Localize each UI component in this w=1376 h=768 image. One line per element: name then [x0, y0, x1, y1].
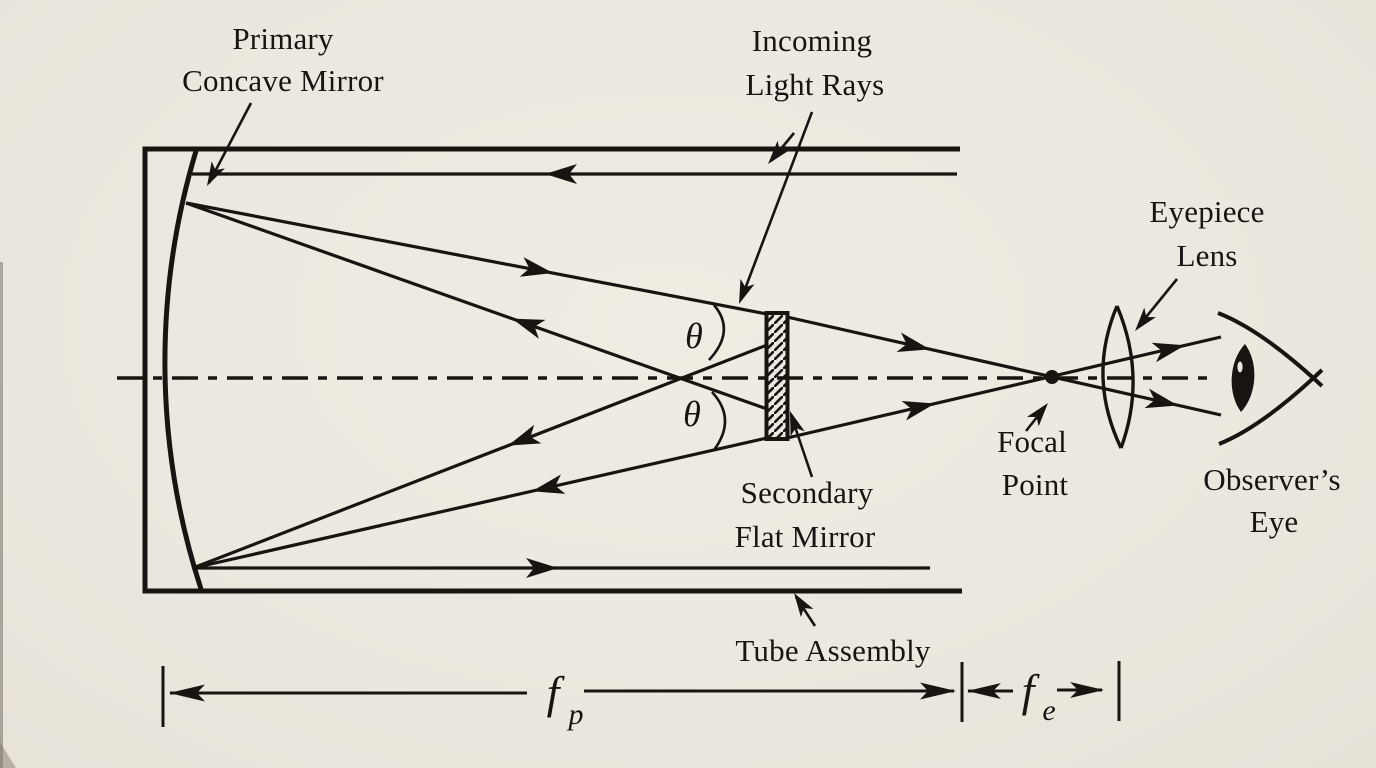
- converging-ray-lower-steep: [192, 343, 768, 570]
- incoming-rays-pointer-long: [740, 111, 814, 298]
- focal-point-pointer-arrowhead: [1027, 403, 1048, 427]
- theta-arc-upper: [708, 304, 726, 361]
- incoming-rays-label-line2: Light Rays: [746, 67, 885, 102]
- page-corner-shadow: [0, 742, 16, 768]
- incoming-rays-label-line1: Incoming: [752, 23, 872, 58]
- incoming-rays-pointer-long-arrowhead: [739, 278, 755, 304]
- tube-assembly-pointer-arrowhead: [794, 593, 814, 618]
- fe-subscript: e: [1042, 694, 1055, 727]
- secondary-mirror-label-line1: Secondary: [741, 475, 874, 510]
- reflected-ray-upper-shallow: [185, 201, 768, 316]
- secondary-mirror-outline: [764, 311, 790, 441]
- fp-symbol: f: [547, 667, 566, 718]
- theta-lower-symbol: θ: [683, 394, 701, 434]
- eyepiece-lens-label-line1: Eyepiece: [1149, 194, 1264, 229]
- label-pointers: [207, 102, 1179, 627]
- eyepiece-lens-pointer-arrowhead: [1135, 307, 1156, 331]
- incoming-rays-pointer-short-arrowhead: [768, 140, 790, 164]
- focal-point-label-line2: Point: [1002, 467, 1069, 502]
- fp-arrowhead-right: [920, 682, 956, 700]
- arrowhead-outgoing-lower-1: [901, 401, 935, 421]
- tube-assembly: [142, 146, 962, 594]
- secondary-flat-mirror: [764, 311, 790, 441]
- focal-point-dot: [1045, 370, 1059, 384]
- arrowhead-converging-upper: [512, 318, 546, 339]
- fp-subscript: p: [567, 698, 584, 731]
- secondary-mirror-pointer-arrowhead: [790, 411, 805, 437]
- fe-arrowhead-right: [1070, 682, 1104, 698]
- secondary-mirror-label-line2: Flat Mirror: [735, 519, 876, 554]
- focal-point-label-line1: Focal: [997, 424, 1067, 459]
- converging-ray-upper-steep: [185, 201, 768, 411]
- theta-upper-symbol: θ: [685, 316, 703, 356]
- eye-pupil: [1231, 344, 1255, 412]
- arrowhead-converging-lower: [508, 424, 542, 446]
- outgoing-ray-lower: [786, 335, 1222, 440]
- lens-left-surface: [1101, 305, 1123, 449]
- arrowhead-reflected-upper: [519, 257, 553, 277]
- eye-lower-lid: [1218, 368, 1324, 446]
- arrowhead-reflected-lower: [532, 474, 566, 494]
- primary-mirror-pointer-arrowhead: [207, 161, 225, 186]
- arrowhead-outgoing-upper-2: [1144, 388, 1178, 409]
- arrowhead-outgoing-upper-1: [896, 332, 930, 353]
- observers-eye-label-line1: Observer’s: [1203, 462, 1340, 497]
- primary-mirror-label-line2: Concave Mirror: [182, 63, 384, 98]
- fe-symbol: f: [1022, 665, 1041, 716]
- arrowhead-incoming-top: [545, 164, 577, 184]
- eyepiece-lens: [1101, 305, 1135, 449]
- secondary-mirror-hatching: [766, 313, 788, 439]
- eye-pupil-highlight: [1237, 361, 1243, 373]
- fp-arrowhead-left: [169, 684, 205, 702]
- tube-assembly-label: Tube Assembly: [735, 633, 931, 668]
- outgoing-ray-upper: [786, 315, 1222, 417]
- arrowhead-outgoing-lower-2: [1151, 342, 1185, 363]
- eye-upper-lid: [1217, 311, 1324, 388]
- observers-eye: [1217, 311, 1324, 446]
- focal-length-dimensions: [161, 661, 1121, 727]
- light-rays: [185, 172, 1222, 570]
- ray-arrowheads: [508, 164, 1185, 578]
- lens-right-surface: [1115, 305, 1135, 449]
- primary-concave-mirror: [162, 150, 204, 590]
- eyepiece-lens-label-line2: Lens: [1176, 238, 1237, 273]
- page-edge-shadow: [0, 262, 3, 768]
- reflected-ray-lower-shallow: [192, 436, 768, 570]
- primary-mirror-label-line1: Primary: [232, 21, 334, 56]
- fe-arrowhead-left: [967, 683, 1001, 699]
- theta-arc-lower: [711, 391, 727, 451]
- primary-mirror-pointer: [207, 102, 253, 184]
- arrowhead-bottom-ray: [526, 558, 558, 578]
- observers-eye-label-line2: Eye: [1250, 504, 1299, 539]
